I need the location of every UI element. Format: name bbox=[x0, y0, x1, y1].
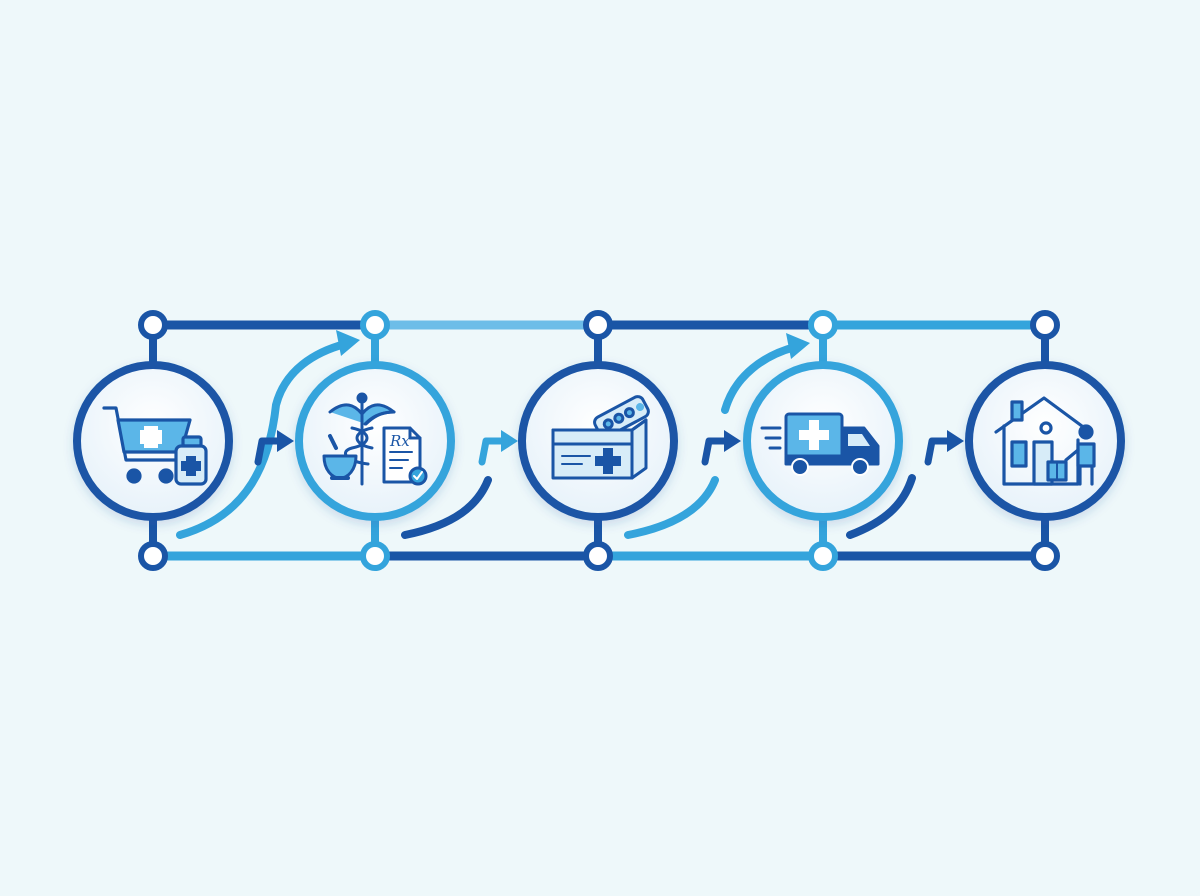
curve-arrow-2 bbox=[401, 476, 492, 539]
step-arrow-heads bbox=[277, 430, 964, 452]
node-bottom-1 bbox=[138, 541, 168, 571]
step-3-packaging bbox=[518, 361, 678, 521]
house-delivery-icon bbox=[994, 396, 1096, 486]
step-1-order bbox=[73, 361, 233, 521]
curve-arrow-3 bbox=[624, 476, 719, 539]
node-bottom-3 bbox=[583, 541, 613, 571]
curved-arrows bbox=[176, 340, 916, 539]
node-top-1 bbox=[138, 310, 168, 340]
node-top-2 bbox=[360, 310, 390, 340]
step-arrow-head-3 bbox=[724, 430, 741, 452]
curve-arrow-heads bbox=[336, 330, 810, 359]
delivery-truck-icon bbox=[760, 412, 880, 476]
step-arrow-head-1 bbox=[277, 430, 294, 452]
step-2-ring bbox=[295, 361, 455, 521]
caduceus-prescription-icon bbox=[322, 392, 428, 486]
node-bottom-4 bbox=[808, 541, 838, 571]
step-arrow-1 bbox=[254, 437, 284, 466]
curve-arrow-4 bbox=[846, 474, 916, 539]
step-arrow-4 bbox=[924, 437, 954, 466]
rail-nodes bbox=[138, 310, 1060, 571]
node-top-4 bbox=[808, 310, 838, 340]
curve-arrow-head-5 bbox=[786, 333, 810, 359]
node-bottom-2 bbox=[360, 541, 390, 571]
node-bottom-5 bbox=[1030, 541, 1060, 571]
curve-arrow-head-1 bbox=[336, 330, 360, 356]
step-2-prescription: Rx bbox=[295, 361, 455, 521]
step-arrow-head-4 bbox=[947, 430, 964, 452]
step-5-home-delivery bbox=[965, 361, 1125, 521]
step-arrows bbox=[254, 437, 954, 466]
node-top-3 bbox=[583, 310, 613, 340]
step-arrow-3 bbox=[701, 437, 731, 466]
step-arrow-2 bbox=[478, 437, 508, 466]
step-4-shipping bbox=[743, 361, 903, 521]
shopping-cart-medicine-icon bbox=[102, 406, 208, 486]
medicine-box-icon bbox=[551, 395, 650, 480]
curve-arrow-5 bbox=[721, 343, 799, 414]
step-arrow-head-2 bbox=[501, 430, 518, 452]
node-top-5 bbox=[1030, 310, 1060, 340]
curve-arrow-1 bbox=[176, 340, 349, 539]
rx-label: Rx bbox=[389, 432, 410, 450]
